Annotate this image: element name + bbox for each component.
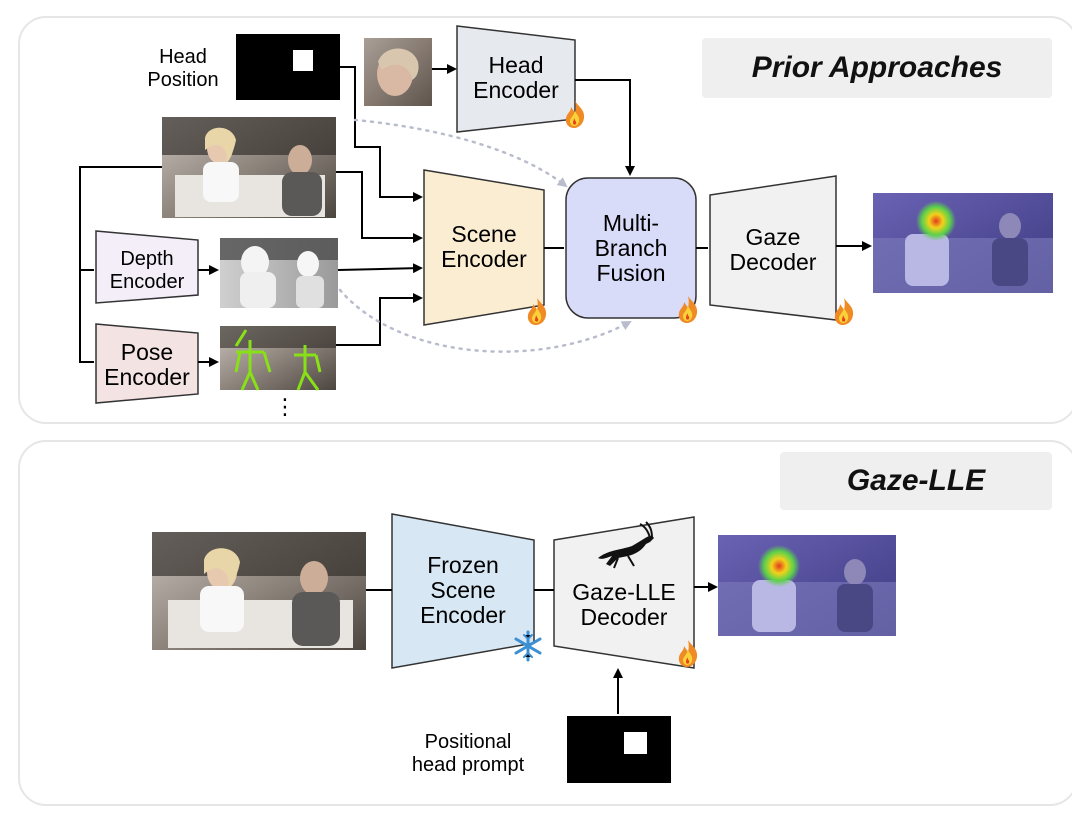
fire-icon: [834, 298, 854, 325]
gaze-lle-badge: Gaze-LLE: [780, 452, 1052, 510]
depth-map-image: [220, 238, 338, 308]
scene-encoder-block: [423, 169, 545, 326]
prior-output-heatmap-image: [873, 193, 1053, 293]
gazelle-icon: [598, 521, 654, 569]
lle-connectors: [366, 582, 718, 714]
gaze-lle-decoder-label: Gaze-LLE Decoder: [572, 579, 676, 630]
pose-encoder-block: [95, 323, 199, 404]
prior-connectors: [79, 64, 872, 367]
prior-dotted-connectors: [338, 118, 632, 353]
pose-encoder-label: Pose Encoder: [104, 339, 190, 390]
lle-scene-image: [152, 532, 366, 650]
head-position-image: [236, 34, 340, 100]
snowflake-icon: [514, 630, 542, 662]
head-position-label: Head Position: [147, 46, 219, 91]
fusion-label: Multi- Branch Fusion: [594, 210, 668, 286]
depth-encoder-block: [95, 230, 199, 304]
positional-head-prompt-image: [567, 716, 671, 783]
head-encoder-label: Head Encoder: [473, 52, 559, 103]
pose-image: [220, 326, 336, 391]
scene-image: [162, 117, 336, 218]
more-modalities-ellipsis: ⋮: [274, 394, 296, 419]
frozen-scene-encoder-label: Frozen Scene Encoder: [420, 552, 506, 628]
depth-encoder-label: Depth Encoder: [109, 248, 185, 293]
scene-encoder-label: Scene Encoder: [441, 221, 527, 272]
prior-approaches-badge: Prior Approaches: [702, 38, 1052, 98]
gaze-decoder-label: Gaze Decoder: [729, 224, 817, 275]
head-crop-image: [364, 38, 432, 106]
lle-output-heatmap-image: [718, 535, 896, 636]
positional-head-prompt-label: Positional head prompt: [411, 731, 525, 776]
